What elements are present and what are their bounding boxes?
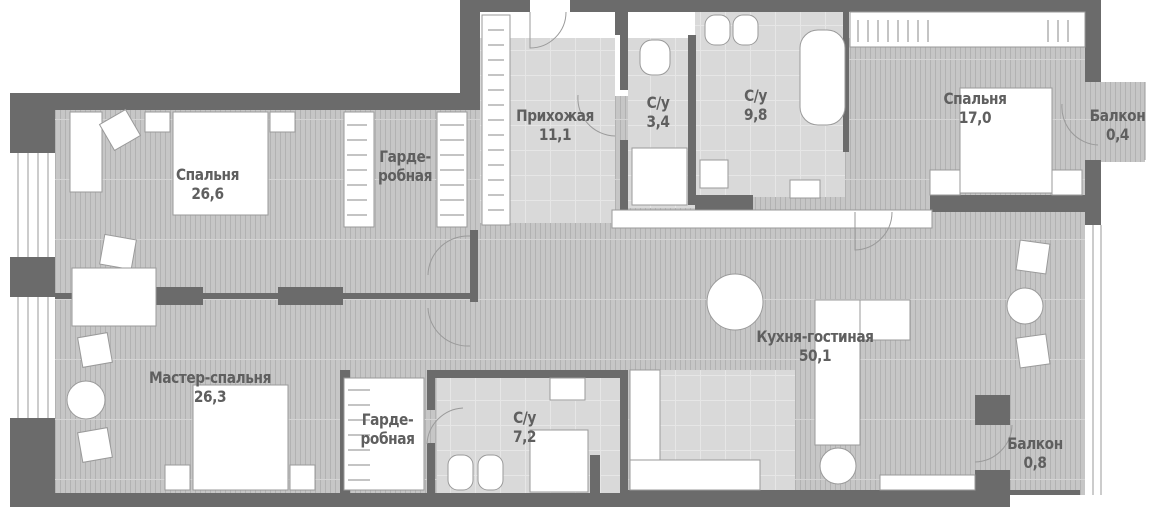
room-area: 50,1: [798, 346, 832, 365]
room-name-line1: Гарде-: [379, 147, 431, 166]
room-area: 0,8: [1023, 453, 1047, 472]
room-name: Балкон: [1089, 106, 1146, 125]
room-area: 17,0: [958, 108, 992, 127]
room-kitchen-living: Кухня-гостиная 50,1: [742, 327, 888, 365]
room-name: Спальня: [943, 89, 1007, 108]
room-name: Кухня-гостиная: [756, 327, 874, 346]
room-wc-3: С/у 7,2: [501, 408, 548, 446]
room-wardrobe-2: Гарде- робная: [351, 410, 424, 448]
room-balcony-2: Балкон 0,8: [1001, 434, 1070, 472]
room-wc-1: С/у 3,4: [637, 93, 680, 131]
room-name: Прихожая: [516, 106, 594, 125]
room-name-line2: робная: [378, 166, 432, 185]
room-name: С/у: [646, 93, 670, 112]
room-wardrobe-1: Гарде- робная: [366, 147, 443, 185]
room-name: С/у: [744, 86, 767, 105]
room-name: Мастер-спальня: [148, 368, 272, 387]
room-name: Балкон: [1007, 434, 1063, 453]
room-area: 7,2: [512, 427, 537, 446]
room-area: 3,4: [646, 112, 670, 131]
furniture: [66, 11, 1086, 493]
room-area: 26,6: [191, 184, 224, 203]
room-name-line2: робная: [360, 429, 415, 448]
room-name-line1: Гарде-: [361, 410, 414, 429]
room-area: 9,8: [743, 105, 768, 124]
hangers: [347, 20, 1069, 481]
room-name: С/у: [513, 408, 536, 427]
room-area: 26,3: [193, 387, 227, 406]
room-wc-2: С/у 9,8: [732, 86, 779, 124]
room-balcony-1: Балкон 0,4: [1085, 106, 1150, 144]
windows: [17, 82, 1146, 495]
walls: [10, 0, 1101, 507]
room-hallway: Прихожая 11,1: [508, 106, 603, 144]
room-bedroom-1: Спальня 26,6: [167, 165, 249, 203]
room-area: 0,4: [1105, 125, 1130, 144]
room-bedroom-2: Спальня 17,0: [932, 89, 1018, 127]
room-name: Спальня: [175, 165, 239, 184]
room-master-bedroom: Мастер-спальня 26,3: [141, 368, 279, 406]
room-area: 11,1: [538, 125, 572, 144]
doors: [426, 11, 1099, 463]
